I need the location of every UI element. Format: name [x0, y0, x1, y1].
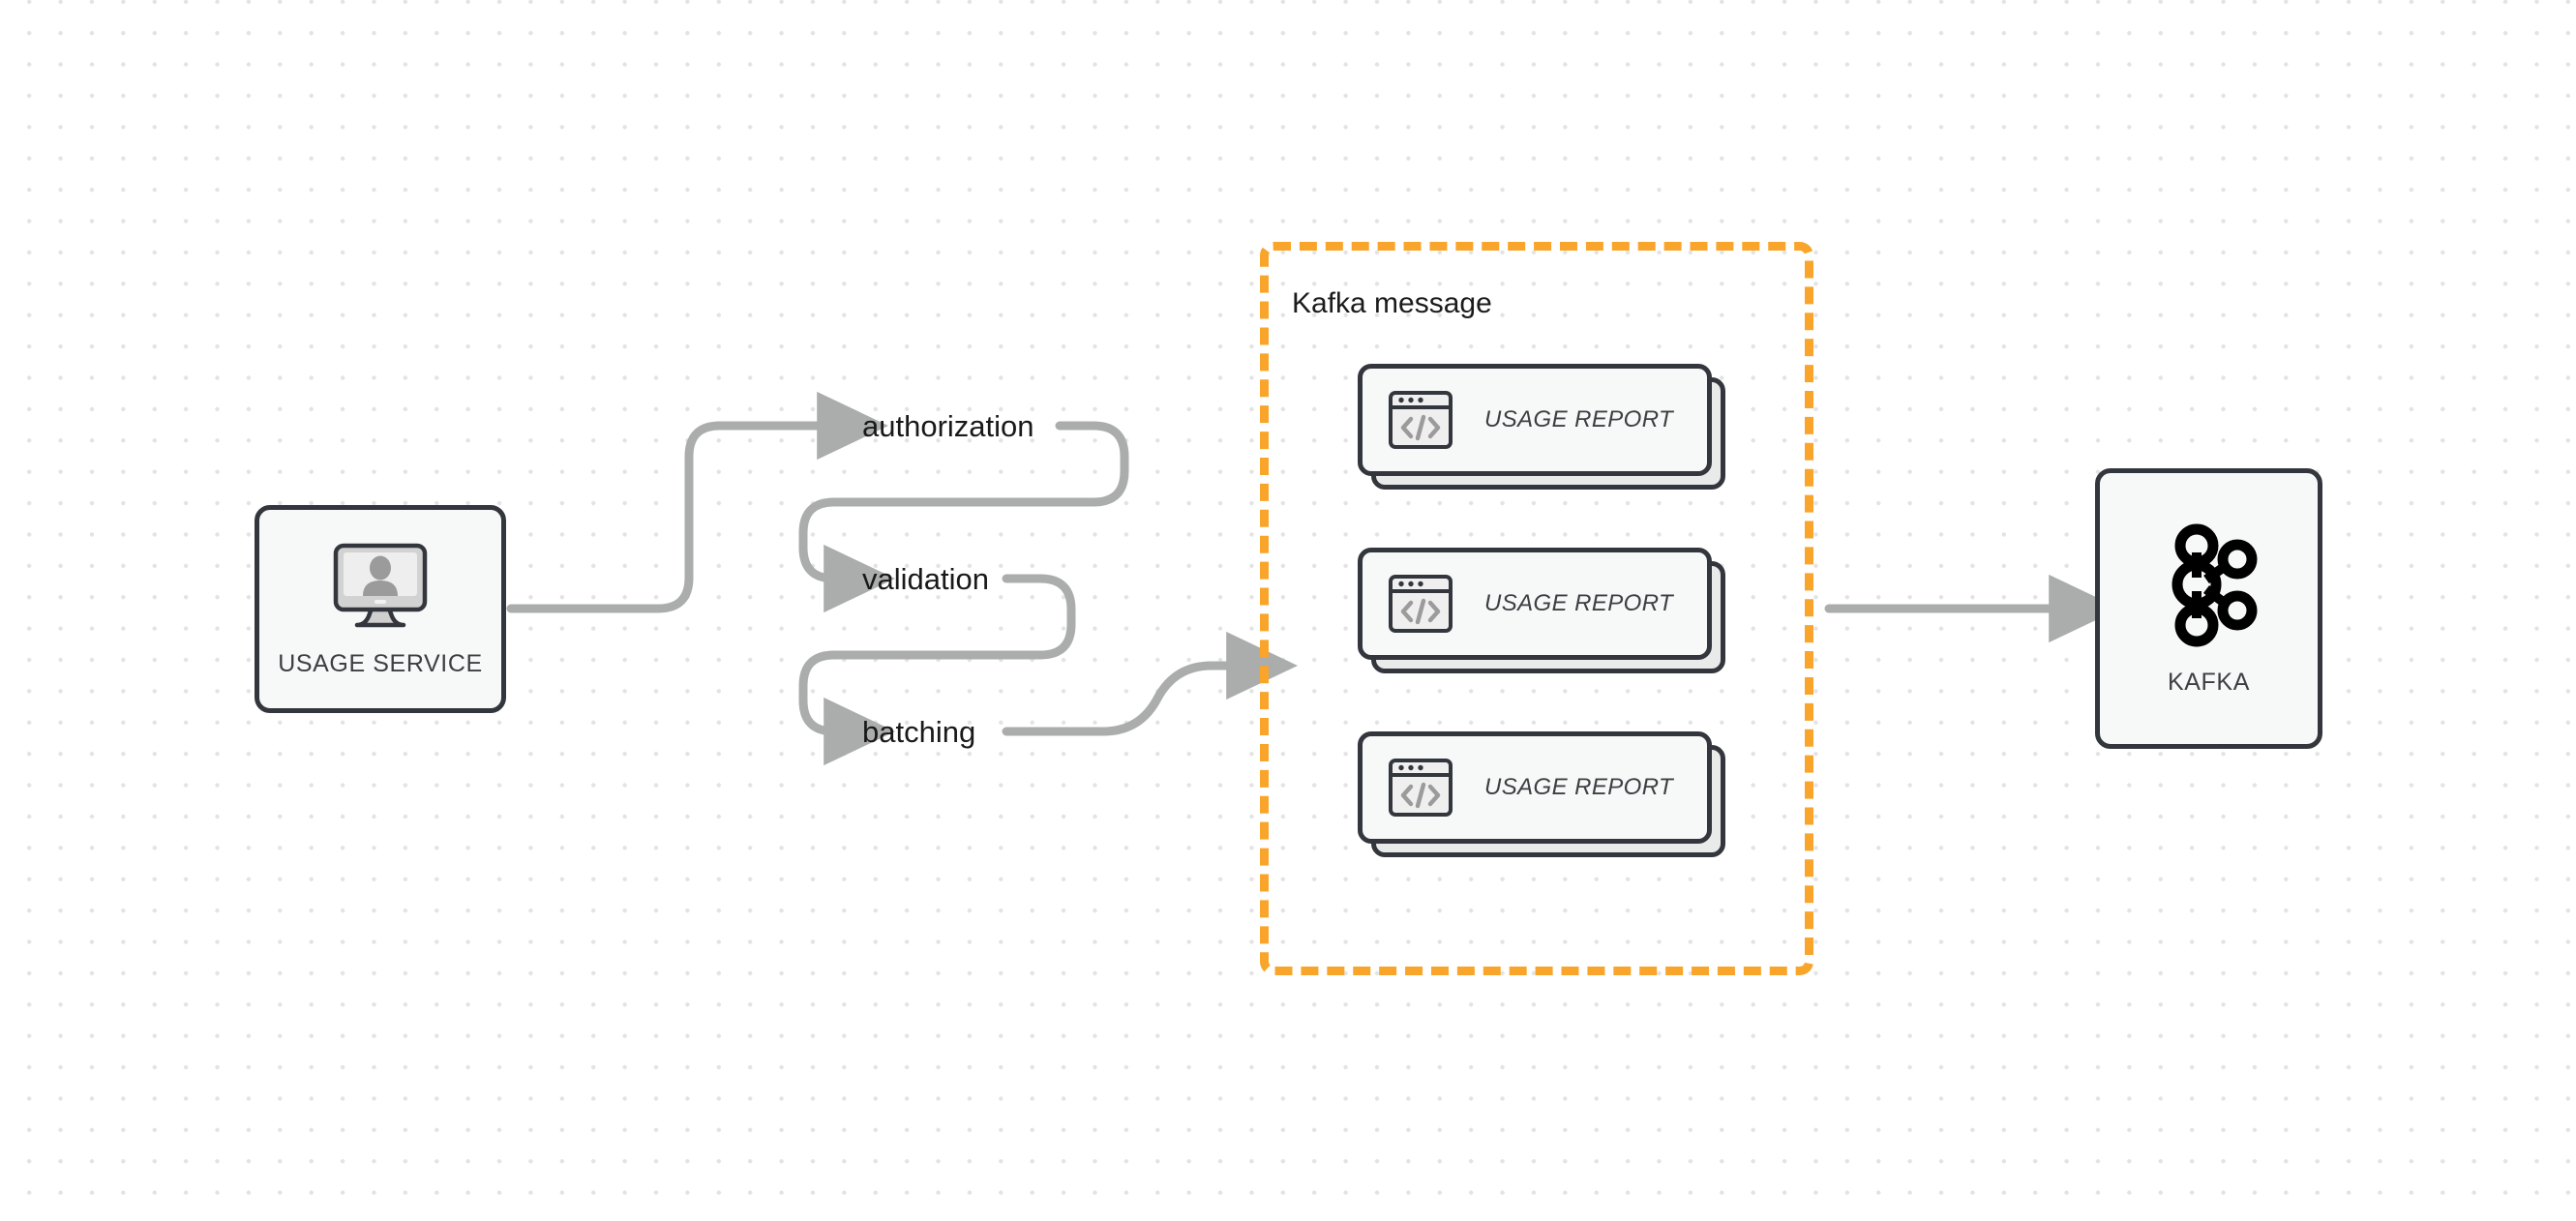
usage-report-card-front[interactable]: USAGE REPORT — [1358, 548, 1712, 660]
node-usage-service-label: USAGE SERVICE — [278, 650, 483, 677]
connector-authorization-to-validation — [798, 421, 1129, 613]
node-kafka[interactable]: KAFKA — [2095, 468, 2322, 749]
connector-batching-to-kafka-message — [1002, 631, 1298, 736]
kafka-logo-icon — [2172, 523, 2257, 646]
connector-validation-to-batching — [798, 574, 1076, 766]
node-usage-service[interactable]: USAGE SERVICE — [255, 505, 506, 713]
code-window-icon — [1389, 575, 1453, 633]
flow-step-authorization[interactable]: authorization — [862, 409, 1034, 443]
usage-report-card-front[interactable]: USAGE REPORT — [1358, 731, 1712, 844]
connector-usage-service-to-authorization — [506, 391, 888, 613]
usage-report-card-label: USAGE REPORT — [1484, 774, 1674, 800]
usage-report-card-label: USAGE REPORT — [1484, 406, 1674, 432]
usage-report-card-label: USAGE REPORT — [1484, 590, 1674, 616]
kafka-message-group — [1260, 242, 1813, 975]
code-window-icon — [1389, 391, 1453, 449]
usage-report-card[interactable]: USAGE REPORT — [1358, 731, 1725, 857]
usage-report-card-front[interactable]: USAGE REPORT — [1358, 364, 1712, 476]
flow-step-validation[interactable]: validation — [862, 562, 989, 596]
node-kafka-label: KAFKA — [2168, 668, 2250, 696]
usage-report-card[interactable]: USAGE REPORT — [1358, 364, 1725, 490]
code-window-icon — [1389, 759, 1453, 817]
usage-report-card[interactable]: USAGE REPORT — [1358, 548, 1725, 673]
kafka-message-title: Kafka message — [1292, 287, 1492, 319]
monitor-user-icon — [333, 543, 428, 628]
flow-step-batching[interactable]: batching — [862, 715, 976, 749]
